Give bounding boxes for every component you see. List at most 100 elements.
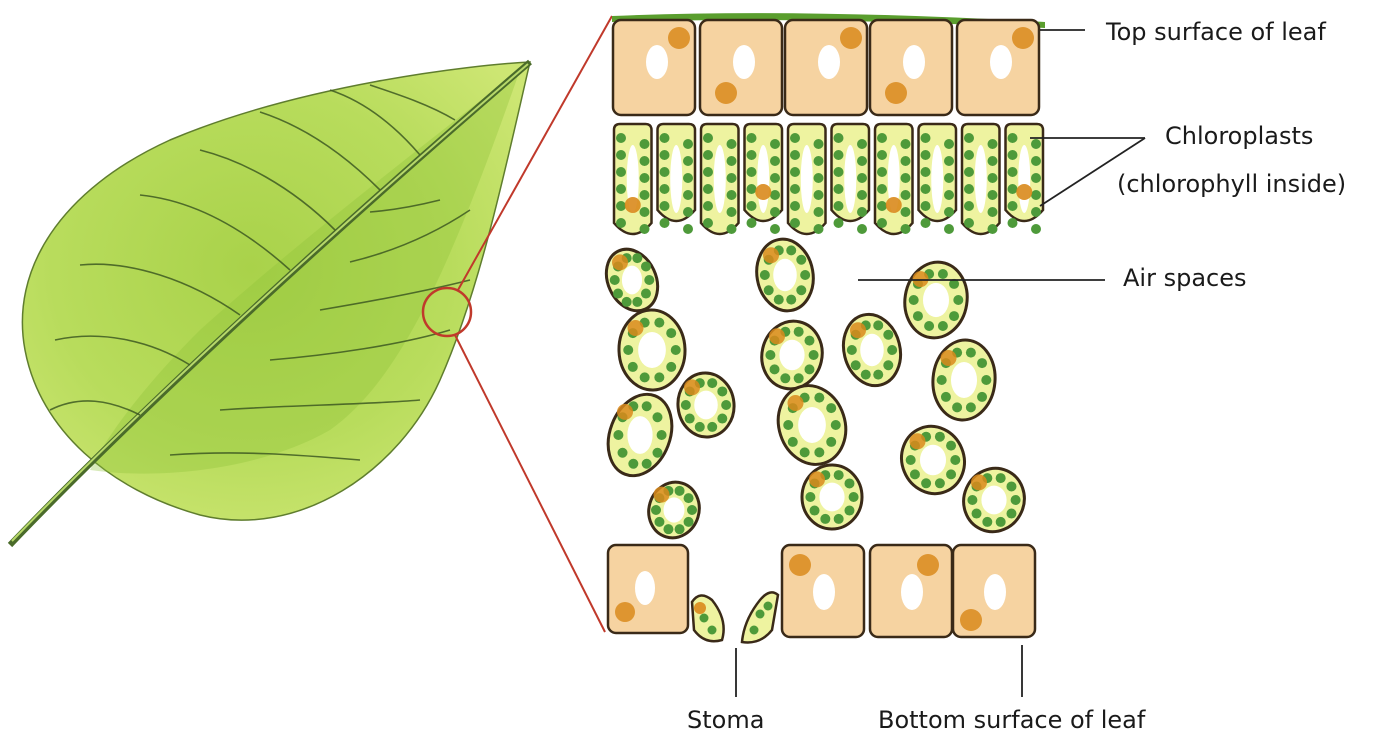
chloroplast [988,139,998,149]
chloroplast [996,473,1006,483]
leaf-cross-section [597,13,1045,642]
chloroplast [946,441,956,451]
chloroplast [681,400,691,410]
chloroplast [901,190,911,200]
chloroplast [857,173,867,183]
chloroplast [834,184,844,194]
cell-vacuole [798,407,826,443]
chloroplast [644,275,654,285]
chloroplast [703,150,713,160]
chloroplast [703,218,713,228]
chloroplast [613,430,623,440]
orange-spot [1012,27,1034,49]
chloroplast [1031,190,1041,200]
chloroplast [834,150,844,160]
chloroplast [901,224,911,234]
chloroplast [703,184,713,194]
chloroplast [820,514,830,524]
chloroplast [683,156,693,166]
chloroplast [877,218,887,228]
orange-spot [763,247,779,263]
chloroplast [642,459,652,469]
chloroplast [921,184,931,194]
chloroplast [909,295,919,305]
cell-vacuole [844,145,856,213]
chloroplast [953,295,963,305]
chloroplast [616,167,626,177]
chloroplast [901,156,911,166]
chloroplast [790,218,800,228]
chloroplast [950,455,960,465]
chloroplast [804,364,814,374]
label-bottom-surface: Bottom surface of leaf [878,705,1145,735]
chloroplast [783,420,793,430]
chloroplast [703,167,713,177]
spongy-mesophyll [597,235,1035,544]
spongy-cell [755,315,829,395]
cell-vacuole [951,362,977,398]
chloroplast [901,173,911,183]
chloroplast [944,139,954,149]
spongy-cell [768,377,855,473]
orange-spot [755,184,771,200]
chloroplast [1011,495,1021,505]
chloroplast [747,133,757,143]
chloroplast [641,261,651,271]
chloroplast [770,207,780,217]
chloroplast [610,275,620,285]
spongy-cell [675,370,737,440]
chloroplast [834,201,844,211]
cell-vacuole [773,259,797,291]
chloroplast [750,626,759,635]
cell-nucleus [990,45,1012,79]
chloroplast [921,201,931,211]
cell-vacuole [801,145,813,213]
cell-vacuole [670,145,682,213]
chloroplast [877,201,887,211]
chloroplast [794,327,804,337]
chloroplast [814,156,824,166]
chloroplast [938,321,948,331]
chloroplast [1008,201,1018,211]
cell-nucleus [813,574,835,610]
orange-spot [668,27,690,49]
chloroplast [988,224,998,234]
chloroplast [996,517,1006,527]
chloroplast [660,133,670,143]
chloroplast [796,255,806,265]
chloroplast [640,190,650,200]
orange-spot [960,609,982,631]
chloroplast [800,447,810,457]
chloroplast [727,173,737,183]
chloroplast [937,375,947,385]
chloroplast [944,207,954,217]
chloroplast [964,201,974,211]
label-air-spaces: Air spaces [1123,263,1247,293]
chloroplast [982,517,992,527]
chloroplast [1031,173,1041,183]
chloroplast [675,486,685,496]
chloroplast [616,201,626,211]
chloroplast [941,392,951,402]
lower-epidermis [608,545,1035,637]
chloroplast [988,207,998,217]
cell-nucleus [646,45,668,79]
chloroplast [1031,139,1041,149]
orange-spot [840,27,862,49]
cell-vacuole [757,145,769,213]
chloroplast [935,478,945,488]
chloroplast [671,345,681,355]
chloroplast [727,224,737,234]
spongy-cell [801,464,862,529]
cell-vacuole [1018,145,1030,213]
chloroplast [747,150,757,160]
label-top-surface: Top surface of leaf [1106,17,1326,47]
chloroplast [814,207,824,217]
chloroplast [826,437,836,447]
chloroplast [857,224,867,234]
chloroplast [906,455,916,465]
orange-spot [654,487,670,503]
chloroplast [708,626,717,635]
chloroplast [770,364,780,374]
chloroplast [1031,207,1041,217]
